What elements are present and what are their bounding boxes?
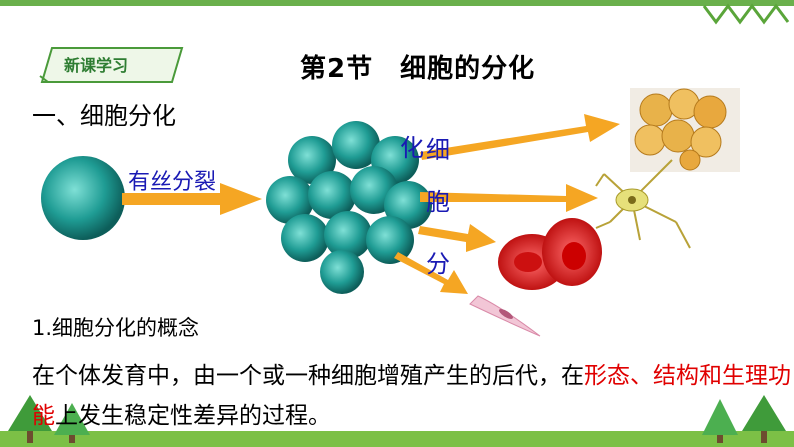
definition-text: 在个体发育中，由一个或一种细胞增殖产生的后代，在形态、结构和生理功能上发生稳定性… <box>32 356 792 436</box>
definition-highlight-1: 形态、 <box>584 363 653 389</box>
section-heading: 一、细胞分化 <box>32 102 176 130</box>
definition-highlight-2: 结构和生理功能 <box>32 363 791 429</box>
top-decor-bar <box>0 0 794 6</box>
definition-part1: 在个体发育中，由一个或一种细胞增殖产生的后代，在 <box>32 363 584 389</box>
smooth-muscle-cell-image <box>469 295 541 337</box>
leaf-garland-decor <box>702 3 790 25</box>
page-title: 第2节 细胞的分化 <box>300 54 536 84</box>
badge-label: 新课学习 <box>64 56 129 75</box>
cell-differentiation-diagram <box>41 88 740 337</box>
single-cell <box>41 156 125 240</box>
tree-left-decor <box>8 395 90 443</box>
differentiation-arrows <box>394 114 620 294</box>
tree-right-decor <box>702 395 786 443</box>
definition-part2: 上发生稳定性差异的过程。 <box>55 403 331 429</box>
vertical-char-1: 细 <box>426 136 450 164</box>
fat-cell-image <box>630 88 740 172</box>
red-blood-cells-image <box>498 218 602 290</box>
mitosis-arrow <box>122 183 262 215</box>
bottom-decor-bar <box>0 431 794 447</box>
section-badge <box>39 47 184 83</box>
vertical-char-4: 化 <box>400 134 424 162</box>
vertical-char-2: 胞 <box>426 188 450 216</box>
concept-title: 1.细胞分化的概念 <box>32 316 200 340</box>
mitosis-label: 有丝分裂 <box>128 170 217 195</box>
cell-cluster <box>266 121 432 294</box>
vertical-char-3: 分 <box>426 250 450 278</box>
